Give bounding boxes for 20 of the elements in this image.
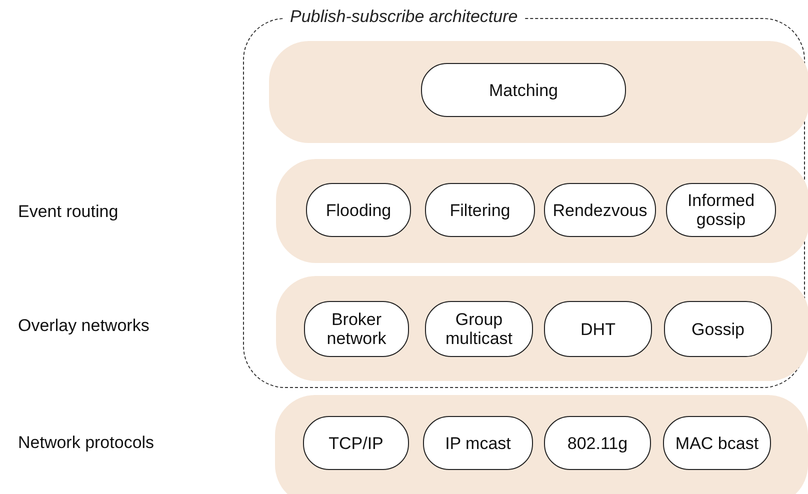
layer-label: Network protocols [18,433,154,453]
component-pill: Matching [421,63,626,117]
component-pill: Filtering [425,183,535,237]
layer-label: Overlay networks [18,316,150,336]
component-pill: Gossip [664,301,772,357]
layer-band [269,41,808,143]
layer-band [275,395,808,494]
layer-band [276,276,808,381]
component-pill: Rendezvous [544,183,656,237]
layer-label: Event routing [18,202,118,222]
component-pill: Flooding [306,183,411,237]
layer-band [276,159,808,263]
component-pill: Informed gossip [666,183,776,237]
component-pill: DHT [544,301,652,357]
component-pill: Broker network [304,301,409,357]
component-pill: IP mcast [423,416,533,470]
component-pill: TCP/IP [303,416,409,470]
component-pill: MAC bcast [663,416,771,470]
component-pill: 802.11g [544,416,651,470]
component-pill: Group multicast [425,301,533,357]
